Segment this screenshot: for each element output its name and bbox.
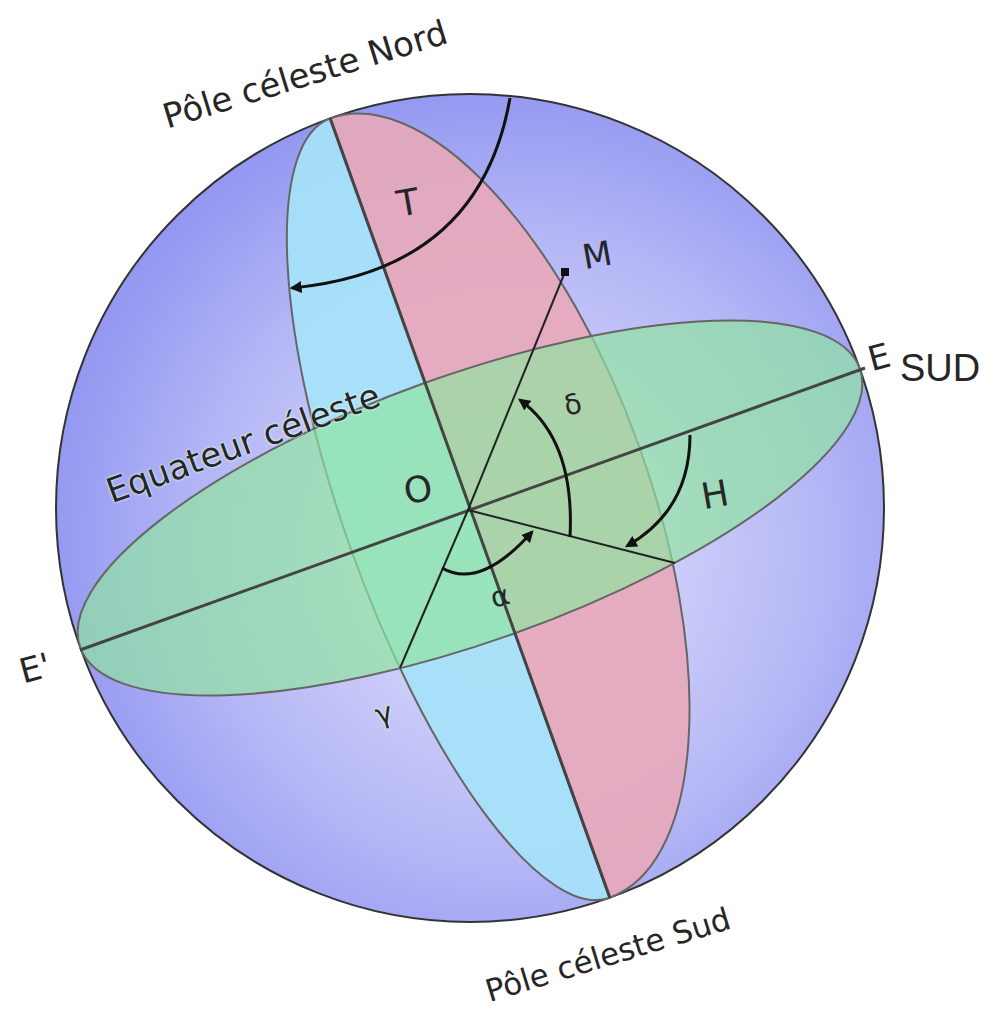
equator-line (80, 368, 865, 650)
point-label: M (580, 236, 615, 275)
equator-label: Equateur céleste (102, 378, 384, 508)
center-label: O (401, 470, 435, 510)
polar-axis (330, 118, 610, 898)
point-label: E (864, 338, 894, 376)
pole-label: Pôle céleste Sud (482, 903, 734, 1007)
rotation-arrow (292, 98, 510, 288)
point-label: E' (16, 648, 55, 689)
hour-angle-arrow (627, 435, 690, 546)
direction-label: SUD (900, 349, 980, 387)
angle-label: T (394, 183, 422, 222)
point-label: γ (372, 698, 395, 729)
radius-to-m (468, 272, 565, 510)
radius-to-gamma (400, 510, 468, 668)
angle-label: δ (561, 389, 585, 420)
declination-arrow (520, 400, 570, 537)
right-ascension-arrow (442, 532, 532, 574)
point-m (561, 268, 569, 276)
angle-label: H (699, 475, 732, 515)
angle-label: α (487, 581, 512, 613)
pole-label: Pôle céleste Nord (159, 15, 451, 134)
